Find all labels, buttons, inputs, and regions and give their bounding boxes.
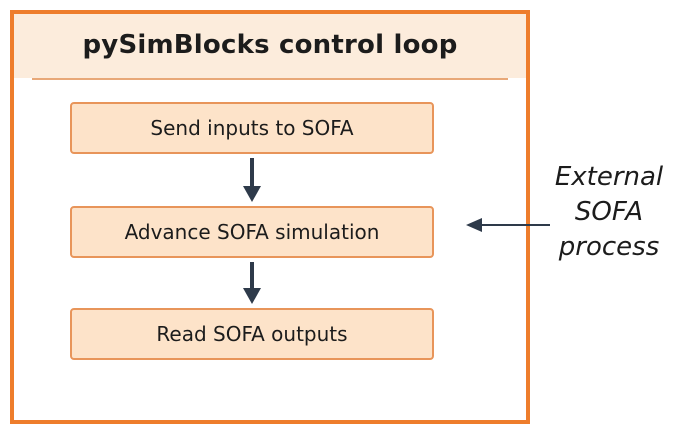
left-arrow-icon	[466, 218, 550, 232]
title-band	[14, 14, 526, 78]
step-read-outputs: Read SOFA outputs	[70, 308, 434, 360]
step-send-inputs: Send inputs to SOFA	[70, 102, 434, 154]
title-divider	[32, 78, 508, 80]
diagram-title: pySimBlocks control loop	[82, 30, 458, 60]
external-process-label: External SOFA process	[540, 160, 678, 265]
step-advance-simulation: Advance SOFA simulation	[70, 206, 434, 258]
down-arrow-icon	[243, 262, 261, 304]
external-label-line: External	[554, 162, 664, 192]
down-arrow-icon	[243, 158, 261, 202]
external-label-line: process	[558, 232, 660, 262]
external-label-line: SOFA	[574, 197, 644, 227]
